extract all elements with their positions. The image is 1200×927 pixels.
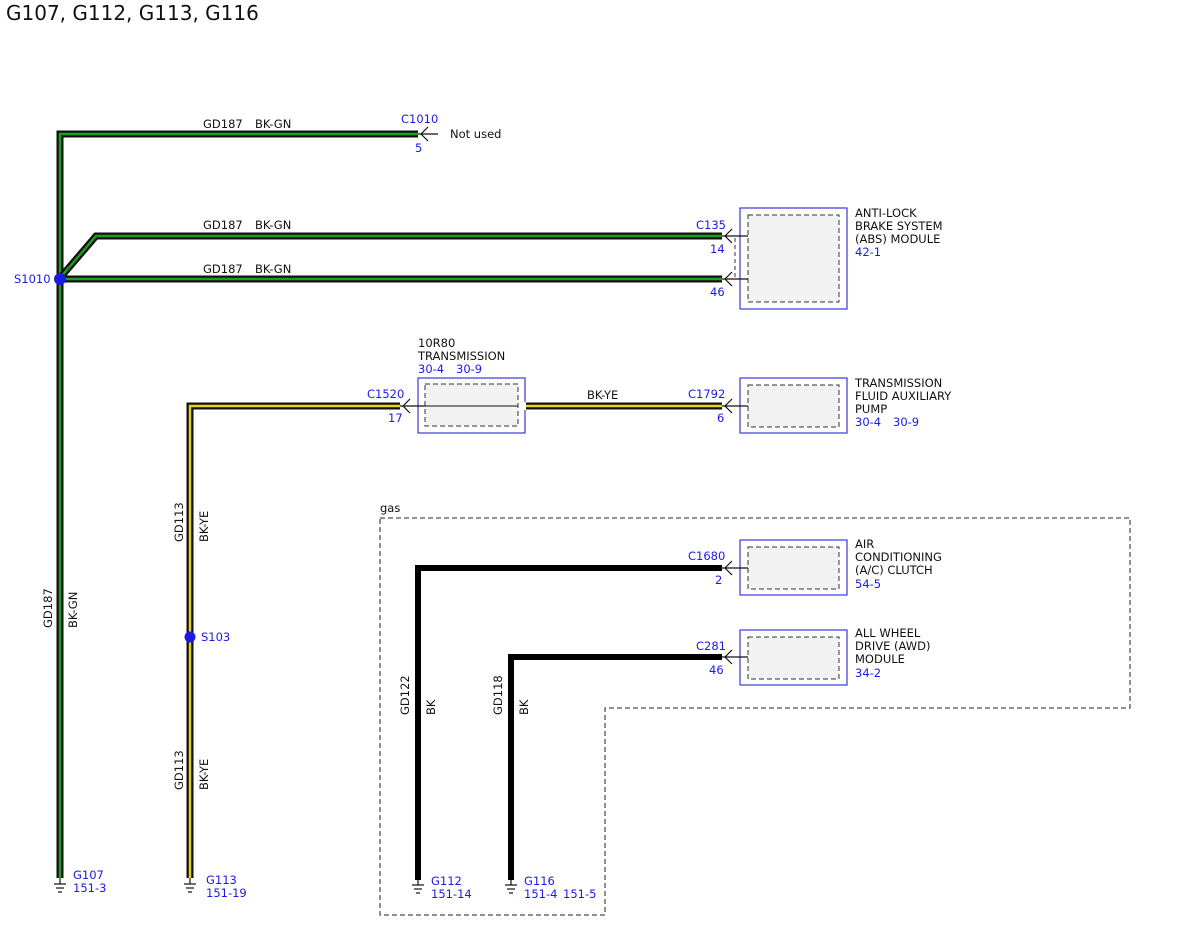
wire-gd187-c135-14-stripe — [59, 234, 722, 279]
awd-ref: 34-2 — [855, 666, 881, 680]
c135-pin-46: 46 — [710, 285, 725, 299]
pump-ref-1: 30-4 — [855, 415, 881, 429]
wire2-circuit: GD187 — [203, 218, 243, 232]
c281-connector-icon — [722, 649, 748, 665]
ac-label-line3: (A/C) CLUTCH — [855, 563, 933, 577]
c1680-name: C1680 — [688, 549, 725, 563]
abs-label: ANTI-LOCK BRAKE SYSTEM (ABS) MODULE 42-1 — [855, 206, 943, 259]
wire-gd187-c135-14 — [57, 232, 722, 281]
g116-name: G116 — [524, 874, 555, 888]
c1010-pin: 5 — [415, 141, 422, 155]
pump-label-line3: PUMP — [855, 402, 887, 416]
trans-label-line2: TRANSMISSION — [417, 349, 505, 363]
wire-g112-circuit: GD122 — [398, 675, 412, 715]
wire-gd187-c1010-stripe — [58, 132, 418, 140]
abs-ref: 42-1 — [855, 245, 881, 259]
wire-g113-lower-circuit: GD113 — [172, 750, 186, 790]
wire-gd113-stripe — [188, 404, 400, 878]
region-label-gas: gas — [380, 501, 400, 515]
splice-s1010-dot — [54, 273, 66, 285]
abs-module — [734, 207, 848, 310]
g112-ground-icon — [412, 880, 424, 894]
c1792-pin: 6 — [717, 411, 724, 425]
ac-label-line2: CONDITIONING — [855, 550, 942, 564]
awd-label-line1: ALL WHEEL — [855, 626, 921, 640]
g113-ref: 151-19 — [206, 886, 247, 900]
awd-label: ALL WHEEL DRIVE (AWD) MODULE 34-2 — [855, 626, 930, 680]
c1010-connector-icon — [418, 126, 438, 142]
abs-label-line2: BRAKE SYSTEM — [855, 219, 943, 233]
c135-14-connector-icon — [722, 228, 748, 244]
trans-ref-1: 30-4 — [418, 362, 444, 376]
ac-ref: 54-5 — [855, 577, 881, 591]
c1520-pin: 17 — [388, 411, 403, 425]
wire2-color: BK-GN — [255, 218, 291, 232]
ground-symbols — [54, 878, 517, 894]
awd-label-line3: MODULE — [855, 652, 905, 666]
ac-clutch — [739, 539, 848, 596]
splice-s103-label: S103 — [201, 630, 230, 644]
trans-fluid-pump — [739, 377, 848, 434]
pump-ref-2: 30-9 — [893, 415, 919, 429]
g112-name: G112 — [431, 874, 462, 888]
wire-g113-upper-circuit: GD113 — [172, 502, 186, 542]
gas-region-outline — [379, 517, 1131, 916]
wire1-color: BK-GN — [255, 117, 291, 131]
wire-g116-color: BK — [517, 699, 531, 715]
wire1-circuit: GD187 — [203, 117, 243, 131]
c135-pin-14: 14 — [710, 242, 725, 256]
c1010-name: C1010 — [401, 112, 438, 126]
c1792-connector-icon — [722, 398, 748, 414]
c1792-name: C1792 — [688, 387, 725, 401]
wire-gd122 — [415, 565, 722, 880]
g113-ground-icon — [184, 878, 196, 893]
g107-ref: 151-3 — [73, 881, 106, 895]
wire-g113-upper-color: BK-YE — [197, 511, 211, 542]
wire-main-color: BK-GN — [66, 592, 80, 628]
transmission-label: 10R80 TRANSMISSION 30-4 30-9 — [417, 336, 505, 376]
c1680-pin: 2 — [715, 573, 722, 587]
trans-ref-2: 30-9 — [456, 362, 482, 376]
trans-label-line1: 10R80 — [418, 336, 455, 350]
ac-label-line1: AIR — [855, 537, 874, 551]
g107-ground-icon — [54, 878, 66, 893]
pump-label: TRANSMISSION FLUID AUXILIARY PUMP 30-4 3… — [854, 376, 952, 429]
c135-name: C135 — [696, 218, 726, 232]
wire-g112-color: BK — [424, 699, 438, 715]
connector-arrows — [400, 126, 748, 665]
c1520-name: C1520 — [367, 387, 404, 401]
g112-ref: 151-14 — [431, 887, 472, 901]
wire-g116-circuit: GD118 — [491, 675, 505, 715]
g116-ground-icon — [505, 880, 517, 894]
wire-g113-lower-color: BK-YE — [197, 759, 211, 790]
splice-s103-dot — [184, 631, 196, 643]
splice-s1010-label: S1010 — [14, 272, 51, 286]
g116-ref-2: 151-5 — [563, 887, 596, 901]
g116-ref-1: 151-4 — [524, 887, 557, 901]
wire-main-circuit: GD187 — [41, 588, 55, 628]
c281-name: C281 — [696, 639, 726, 653]
c1520-connector-icon — [400, 398, 425, 414]
c281-pin: 46 — [709, 663, 724, 677]
abs-label-line1: ANTI-LOCK — [855, 206, 917, 220]
ac-label: AIR CONDITIONING (A/C) CLUTCH 54-5 — [855, 537, 942, 591]
pump-label-line1: TRANSMISSION — [854, 376, 942, 390]
wire-gd113-group — [186, 402, 722, 878]
g113-name: G113 — [206, 873, 237, 887]
wire3-circuit: GD187 — [203, 262, 243, 276]
awd-label-line2: DRIVE (AWD) — [855, 639, 930, 653]
c1010-note: Not used — [450, 127, 501, 141]
wire-trans-color: BK-YE — [587, 388, 618, 402]
page-title: G107, G112, G113, G116 — [6, 1, 259, 25]
abs-label-line3: (ABS) MODULE — [855, 232, 940, 246]
wire-gd187-group — [56, 130, 722, 878]
wire3-color: BK-GN — [255, 262, 291, 276]
c1680-connector-icon — [722, 560, 748, 576]
wire-gd118 — [508, 654, 722, 880]
pump-label-line2: FLUID AUXILIARY — [855, 389, 952, 403]
c135-46-connector-icon — [722, 271, 748, 287]
g107-name: G107 — [73, 868, 104, 882]
awd-module — [739, 629, 848, 686]
